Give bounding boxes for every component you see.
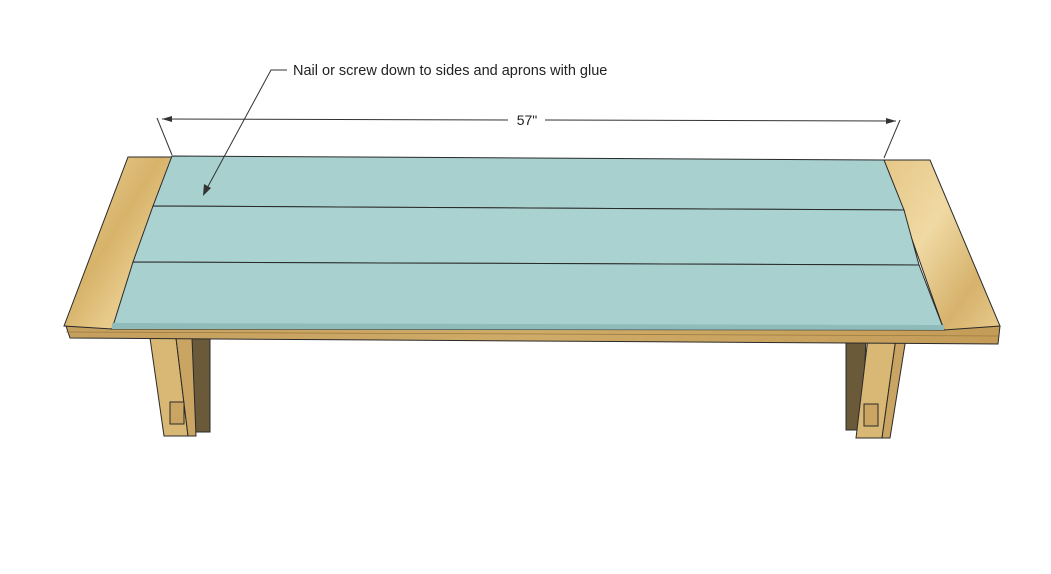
annotation-text: Nail or screw down to sides and aprons w… [293, 63, 607, 79]
dimension-line-right [544, 119, 897, 122]
dimension-line: 57" [156, 112, 901, 159]
dimension-arrow-right [886, 118, 896, 124]
annotation-callout: Nail or screw down to sides and aprons w… [203, 63, 607, 196]
dimension-arrow-left [162, 116, 172, 122]
top-boards [111, 155, 945, 331]
dimension-extension-right [883, 119, 901, 159]
top-board-middle [132, 205, 920, 266]
apron-edge-line [65, 331, 999, 337]
top-board-back [152, 155, 905, 211]
right-leg-assembly [845, 337, 907, 439]
dimension-extension-left [156, 117, 173, 156]
right-leg-stretcher-end [863, 403, 879, 427]
left-leg-stretcher-end [169, 401, 185, 425]
top-board-front-edge [112, 323, 944, 330]
top-board-front [111, 261, 945, 331]
left-leg-assembly [149, 337, 211, 437]
right-end-cap [883, 159, 1001, 331]
annotation-leader-line [204, 69, 287, 193]
dimension-label: 57" [517, 112, 538, 128]
annotation-arrowhead [203, 184, 211, 196]
dimension-line-left [161, 118, 509, 121]
